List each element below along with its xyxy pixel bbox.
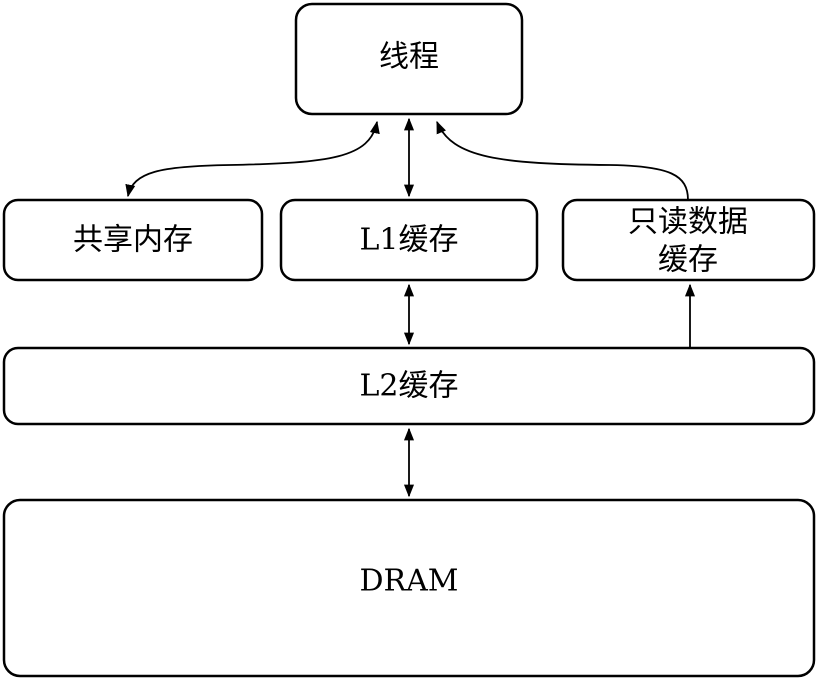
l2-cache-node: L2缓存: [2, 346, 816, 426]
readonly-cache-to-thread-arrow: [436, 120, 689, 201]
shared-memory-node: 共享内存: [2, 198, 264, 282]
l1-cache-label: L1缓存: [359, 223, 458, 258]
l1-cache-node: L1缓存: [279, 198, 539, 282]
thread-shared-memory-arrow: [125, 120, 380, 198]
dram-label: DRAM: [359, 564, 458, 599]
thread-node: 线程: [294, 2, 524, 116]
thread-label: 线程: [379, 40, 439, 75]
readonly-cache-label-line1: 只读数据: [628, 205, 748, 240]
l2-cache-label: L2缓存: [359, 369, 458, 404]
dram-node: DRAM: [2, 498, 816, 678]
shared-memory-label: 共享内存: [73, 223, 193, 258]
readonly-cache-node: 只读数据 缓存: [561, 198, 816, 282]
readonly-cache-label-line2: 缓存: [658, 243, 718, 278]
